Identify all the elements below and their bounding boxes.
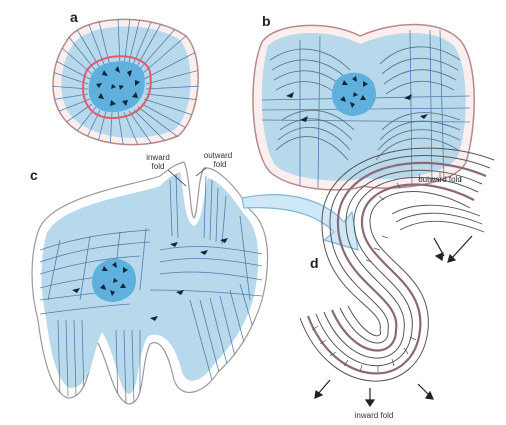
panel-b-letter: b: [262, 13, 271, 29]
panel-c-letter: c: [30, 167, 38, 183]
panel-d-letter: d: [310, 255, 319, 271]
panel-c-inward-label-2: fold: [152, 162, 165, 171]
panel-d-inward-label: inward fold: [355, 411, 394, 420]
panel-d-outward-label: outward fold: [418, 175, 462, 184]
panel-a-letter: a: [70, 9, 78, 25]
panel-c-inward-label: inward: [146, 153, 170, 162]
panel-c-outward-label-2: fold: [214, 160, 227, 169]
panel-c-outward-label: outward: [204, 151, 232, 160]
panel-a: a: [50, 9, 202, 150]
panel-c: inward fold outward fold c: [30, 151, 268, 404]
